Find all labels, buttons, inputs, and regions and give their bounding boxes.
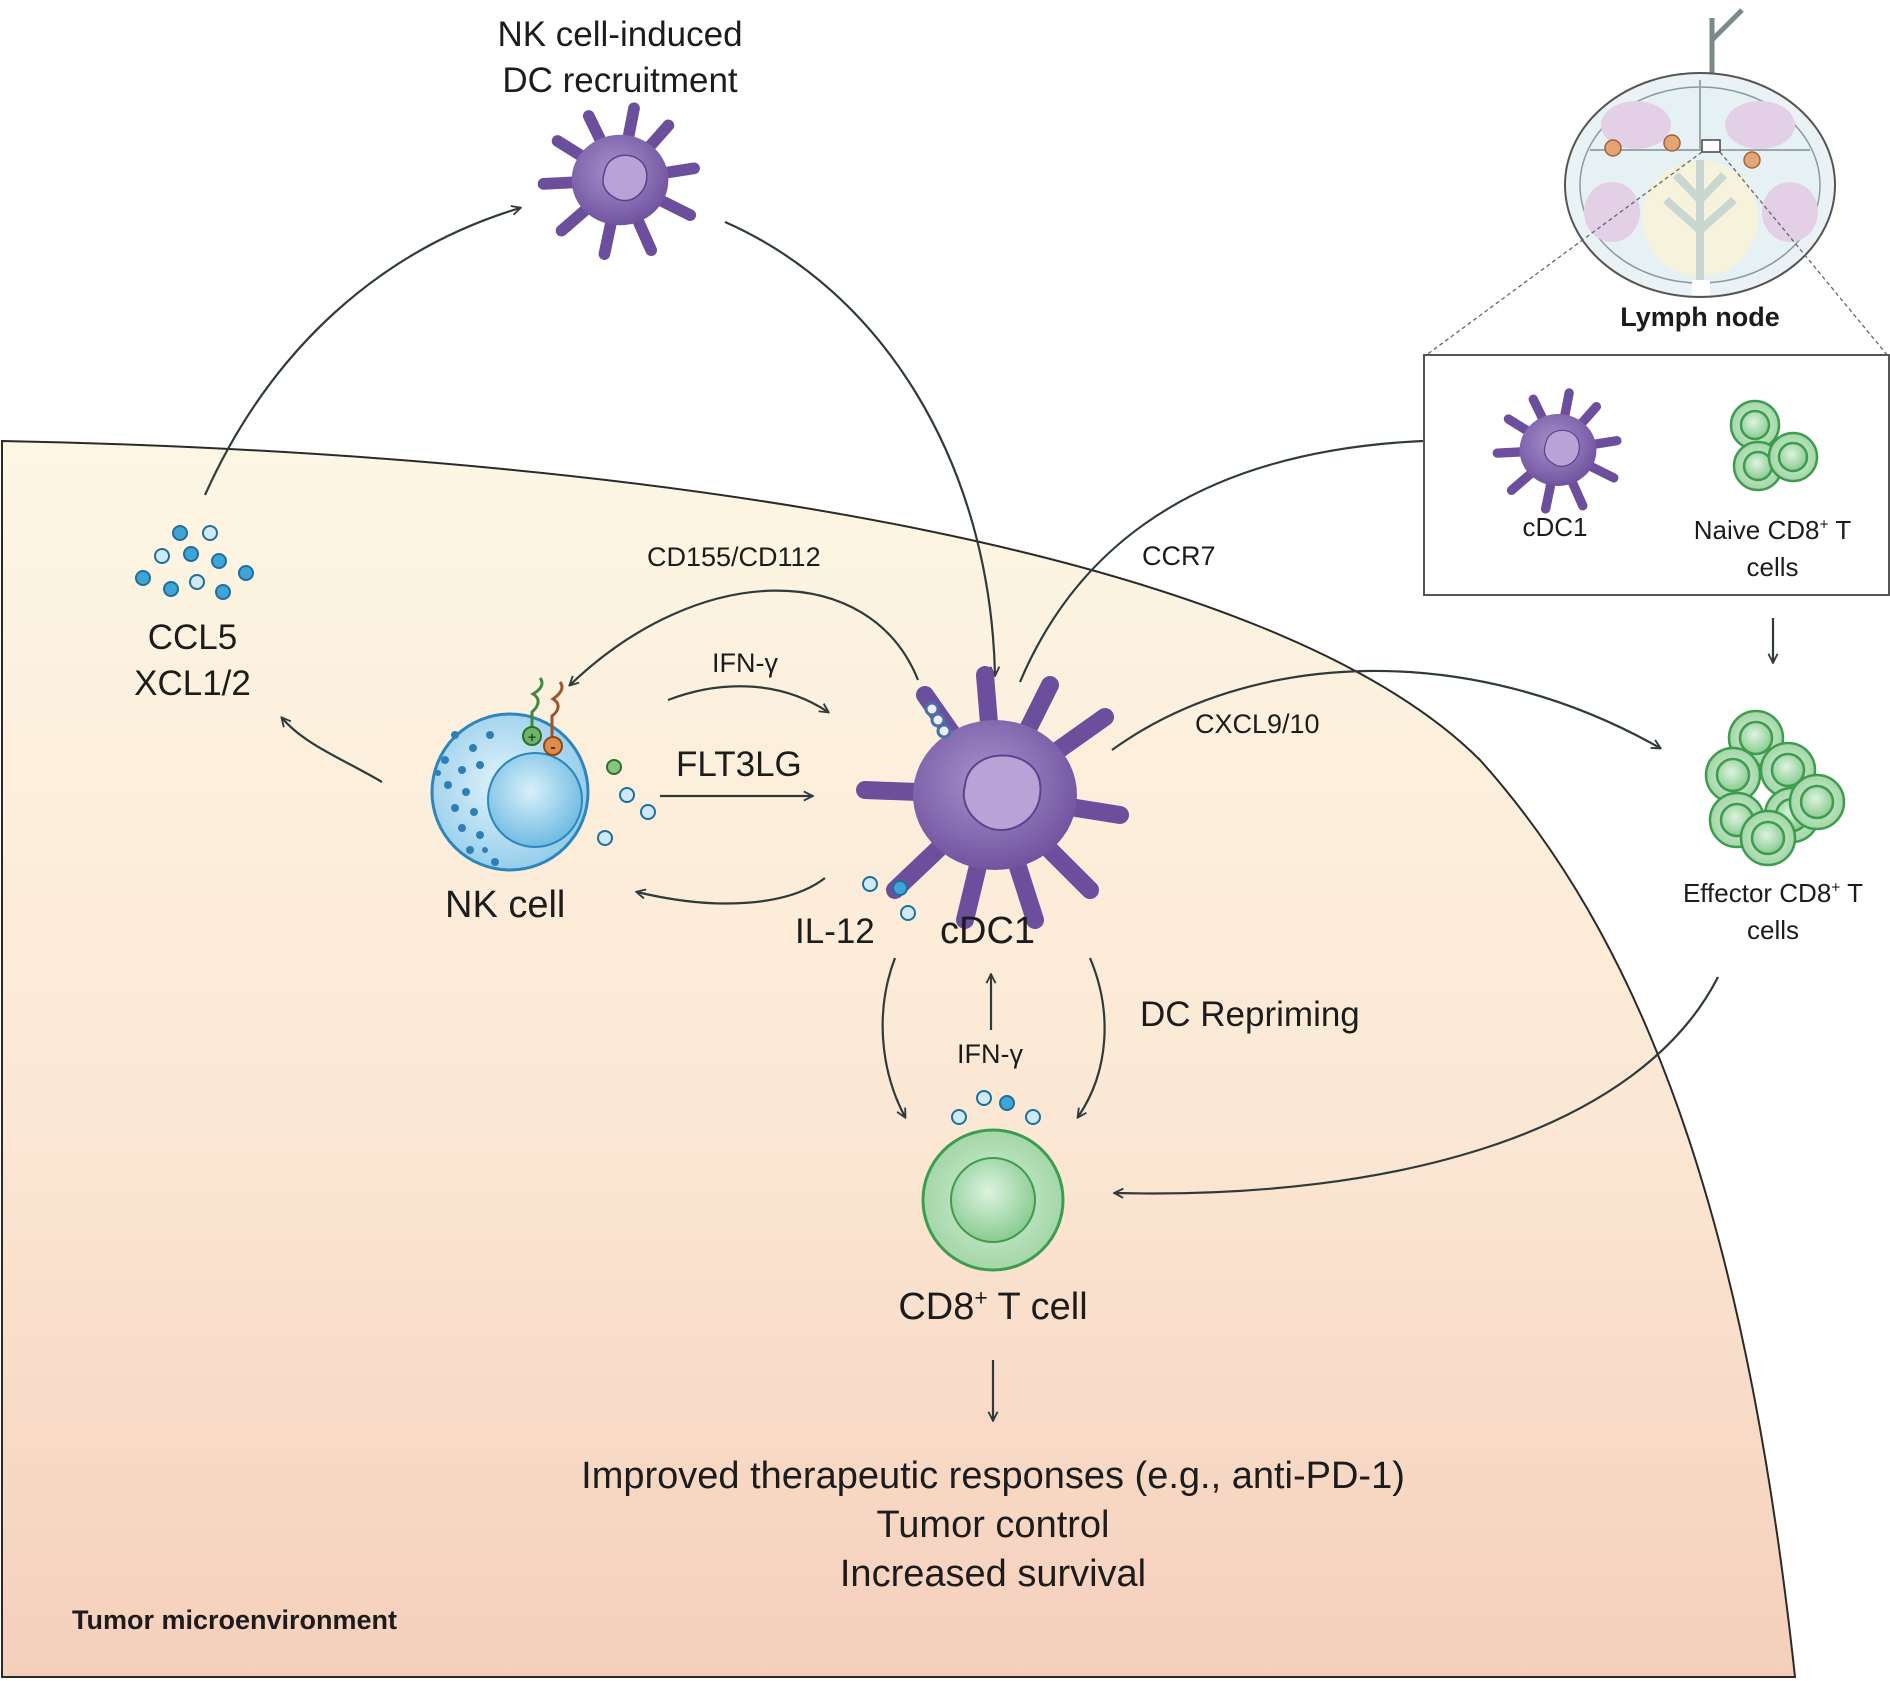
- outcome-item: Improved therapeutic responses (e.g., an…: [581, 1455, 1405, 1497]
- lymph-node-illustration: [1424, 8, 1889, 357]
- receptor-inhibitory: [550, 681, 564, 740]
- lymph-node-inset-box: [1423, 354, 1890, 596]
- lymph-node-label: Lymph node: [1620, 302, 1780, 332]
- arrow-ccl5-to-recruit: [203, 208, 520, 496]
- effector-t-cells: [1704, 709, 1846, 867]
- il12-label: IL-12: [795, 912, 875, 951]
- naive-t-cells-label: Naive CD8+ T cells: [1660, 512, 1885, 586]
- tumor-microenvironment-label: Tumor microenvironment: [72, 1605, 398, 1635]
- effector-base: Effector CD8: [1682, 878, 1832, 908]
- ifng-top-label: IFN-γ: [712, 648, 778, 678]
- arrow-ccr7: [1018, 440, 1465, 683]
- dc-repriming-label: DC Repriming: [1140, 995, 1360, 1034]
- dendritic-cell-cdc1: [856, 666, 1129, 929]
- nk-secreted-dots: [597, 759, 656, 846]
- arrow-cd155-to-nk: [570, 589, 920, 685]
- cd155-label: CD155/CD112: [647, 542, 821, 572]
- effector-line2: cells: [1746, 915, 1799, 945]
- chemokine-label: CCL5 XCL1/2: [110, 615, 275, 707]
- nk-cell: [430, 677, 590, 872]
- arrows: [203, 208, 1773, 1420]
- cd8-t-cell: [921, 1128, 1065, 1272]
- outcome-item: Tumor control: [876, 1504, 1110, 1546]
- ifng-bottom-label: IFN-γ: [957, 1039, 1023, 1069]
- arrow-cdc1-to-tcell-left: [881, 957, 905, 1117]
- cd8-t-cell-label: CD8+ T cell: [843, 1286, 1143, 1329]
- dendritic-cell-recruited: [537, 102, 700, 260]
- arrow-cxcl: [1111, 669, 1660, 751]
- cd8-base: CD8: [898, 1286, 975, 1328]
- chemokine-line1: CCL5: [147, 618, 238, 657]
- arrow-recruit-to-cdc1: [724, 220, 995, 675]
- arrow-nk-to-ccl5: [282, 718, 383, 783]
- cd8-sup: +: [974, 1284, 988, 1311]
- effector-sup: +: [1831, 879, 1841, 897]
- dendritic-cell-inset: [1492, 388, 1622, 514]
- receptor-cd155: [924, 701, 952, 739]
- naive-t-cells: [1729, 399, 1819, 492]
- plus-sign: +: [528, 729, 536, 745]
- arrow-effector-to-tcell: [1115, 976, 1719, 1193]
- cd8-rest: T cell: [987, 1286, 1088, 1328]
- inset-cdc1-label: cDC1: [1522, 512, 1588, 542]
- recruitment-title-line1: NK cell-induced: [497, 15, 743, 54]
- flt3lg-label: FLT3LG: [676, 745, 802, 784]
- arrow-cdc1-to-tcell-right: [1078, 957, 1106, 1117]
- arrow-ifng-top: [667, 685, 828, 712]
- nk-cell-label: NK cell: [445, 884, 566, 926]
- minus-sign: -: [550, 739, 555, 756]
- naive-rest: T: [1828, 515, 1852, 545]
- cxcl-label: CXCL9/10: [1195, 709, 1320, 739]
- ccr7-label: CCR7: [1142, 541, 1216, 571]
- ifng-dots: [951, 1090, 1041, 1125]
- receptor-activating: [529, 677, 544, 730]
- chemokine-line2: XCL1/2: [134, 664, 251, 703]
- recruitment-title-line2: DC recruitment: [502, 61, 738, 100]
- outcomes-list: Improved therapeutic responses (e.g., an…: [493, 1452, 1493, 1599]
- naive-sup: +: [1819, 516, 1829, 534]
- effector-rest: T: [1840, 878, 1864, 908]
- arrow-il12-to-nk: [637, 877, 826, 905]
- chemokine-dots: [135, 525, 254, 600]
- outcome-item: Increased survival: [839, 1553, 1147, 1595]
- cdc1-label: cDC1: [940, 910, 1036, 952]
- naive-line2: cells: [1746, 552, 1799, 582]
- naive-base: Naive CD8: [1693, 515, 1820, 545]
- il12-dots: [862, 876, 916, 921]
- recruitment-title: NK cell-induced DC recruitment: [470, 12, 770, 104]
- effector-t-cells-label: Effector CD8+ T cells: [1653, 875, 1890, 949]
